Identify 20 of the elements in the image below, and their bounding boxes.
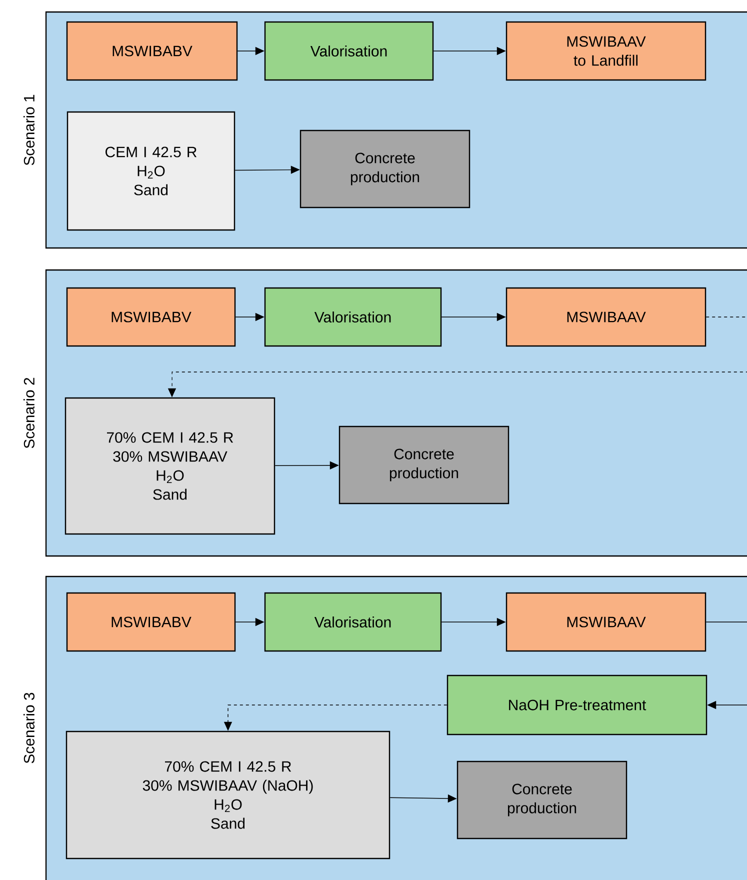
material-box: MSWIBAAV: [506, 592, 706, 652]
process-box: Concrete production: [300, 130, 470, 208]
ingredient-box: 70% CEM I 42.5 R 30% MSWIBAAV H$_{2}$O Sand: [64, 397, 276, 535]
process-box: Concrete production: [456, 760, 628, 840]
material-box: MSWIBAAV to Landfill: [506, 21, 706, 81]
process-box: Valorisation: [264, 287, 442, 347]
process-box: NaOH Pre-treatment: [446, 674, 708, 736]
process-box: Valorisation: [264, 21, 434, 81]
arrow: [706, 622, 747, 710]
material-box: MSWIBABV: [66, 287, 236, 347]
material-box: MSWIBAAV: [506, 287, 706, 347]
process-box: Valorisation: [264, 592, 442, 652]
scenario-label: Scenario 3: [24, 692, 34, 764]
ingredient-box: CEM I 42.5 R H$_{2}$O Sand: [66, 111, 236, 231]
process-box: Concrete production: [338, 426, 510, 504]
scenario-label: Scenario 1: [24, 94, 34, 166]
material-box: MSWIBABV: [66, 592, 236, 652]
material-box: MSWIBABV: [66, 21, 238, 81]
scenario-label: Scenario 2: [24, 378, 34, 448]
ingredient-box: 70% CEM I 42.5 R 30% MSWIBAAV (NaOH) H$_{2}$O Sand: [66, 730, 390, 860]
